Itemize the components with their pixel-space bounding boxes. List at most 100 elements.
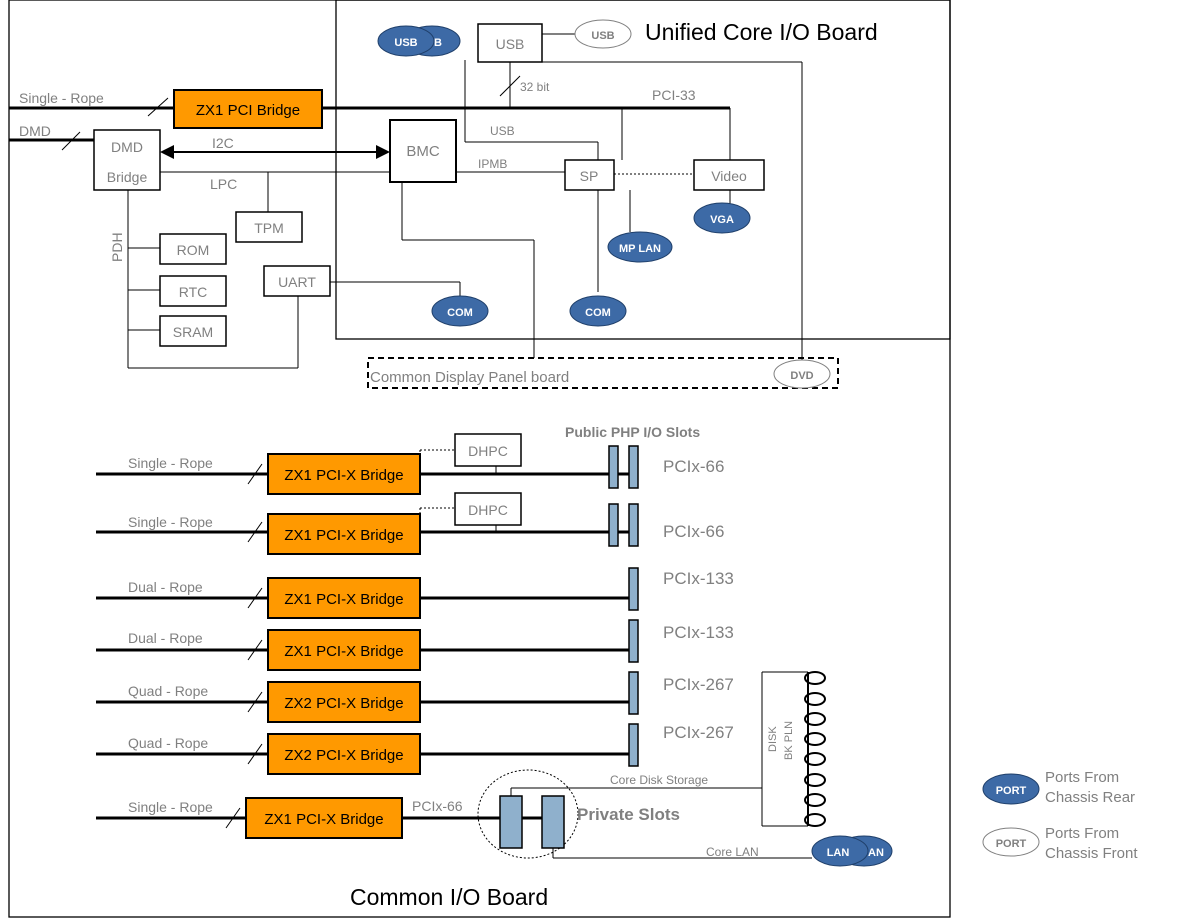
pci-bridge-row: Dual - Rope ZX1 PCI-X Bridge PCIx-133 <box>96 567 734 619</box>
pci-bridge-row: Single - Rope ZX1 PCI-X Bridge PCIx-66 <box>96 445 724 495</box>
pci-x-bridge-label: ZX1 PCI-X Bridge <box>284 467 403 484</box>
com-port-left-label: COM <box>447 307 473 319</box>
rom-label: ROM <box>177 242 210 258</box>
bus-speed-label: PCIx-133 <box>663 623 734 642</box>
pci-slot <box>628 445 639 489</box>
dmd-bridge-label-1: DMD <box>111 139 143 155</box>
legend-rear-port-icon <box>982 773 1040 805</box>
dmd-input-label: DMD <box>19 123 51 139</box>
disk-backplane-label-1: DISK <box>767 726 779 752</box>
disk-icon <box>804 732 826 746</box>
disk-icon <box>804 752 826 766</box>
dvd-front-port <box>773 359 831 389</box>
pci-x-bridge-box <box>267 513 421 555</box>
dmd-bridge-box <box>93 129 161 191</box>
pci-bridge-row: Single - Rope ZX1 PCI-X Bridge PCIx-66 <box>96 503 724 555</box>
common-display-panel-board <box>367 357 839 389</box>
usb-controller-label: USB <box>496 36 525 52</box>
pci-slot <box>628 503 639 547</box>
i2c-label: I2C <box>212 135 234 151</box>
rtc-box <box>159 275 227 307</box>
public-slots-title: Public PHP I/O Slots <box>565 424 700 440</box>
pci-bridge-row: Quad - Rope ZX2 PCI-X Bridge PCIx-267 <box>96 723 734 775</box>
bus-speed-label: PCIx-267 <box>663 675 734 694</box>
core-disk-storage-label: Core Disk Storage <box>610 773 708 787</box>
pci-x-bridge-label: ZX1 PCI-X Bridge <box>284 591 403 608</box>
pci-slot <box>628 671 639 715</box>
pci-x-bridge-label: ZX2 PCI-X Bridge <box>284 747 403 764</box>
rope-label: Single - Rope <box>128 514 213 530</box>
pci-bridge-row: Quad - Rope ZX2 PCI-X Bridge PCIx-267 <box>96 671 734 723</box>
rope-label: Dual - Rope <box>128 579 203 595</box>
com-port-right <box>569 295 627 327</box>
private-slots-dotted-circle <box>477 769 579 859</box>
disk-icon <box>804 692 826 706</box>
private-slot <box>499 795 523 849</box>
uart-box <box>263 265 331 297</box>
unified-core-io-board-outline <box>335 0 951 340</box>
zx1-pci-bridge-label: ZX1 PCI Bridge <box>196 102 300 119</box>
pci-x-bridge-box <box>267 733 421 775</box>
upper-thick-wires <box>9 106 730 142</box>
disk-icon <box>804 813 826 827</box>
mp-lan-port <box>607 231 673 263</box>
private-slot <box>541 795 565 849</box>
bmc-box <box>389 119 457 183</box>
sram-label: SRAM <box>173 324 213 340</box>
rope-label: Single - Rope <box>128 455 213 471</box>
pci-x-bridge-label: ZX1 PCI-X Bridge <box>284 527 403 544</box>
legend-rear-text-1: Ports From <box>1045 769 1119 786</box>
tpm-box <box>235 211 303 243</box>
video-label: Video <box>711 168 747 184</box>
dhpc-label-2: DHPC <box>468 502 508 518</box>
dhpc-box-1 <box>454 433 522 467</box>
lan-rear-port-label: LAN <box>827 847 850 859</box>
pdh-label: PDH <box>109 232 125 262</box>
bus-width-label: 32 bit <box>520 80 550 94</box>
disk-icon <box>804 773 826 787</box>
ipmb-label: IPMB <box>478 157 507 171</box>
disk-icon <box>804 793 826 807</box>
vga-port-label: VGA <box>710 214 734 226</box>
pci-slot <box>628 567 639 611</box>
rope-label: Dual - Rope <box>128 630 203 646</box>
legend-rear-text-2: Chassis Rear <box>1045 789 1135 806</box>
bus-speed-label: PCIx-267 <box>663 723 734 742</box>
common-io-board-title: Common I/O Board <box>350 884 548 910</box>
disk-icon <box>804 712 826 726</box>
dhpc-label-1: DHPC <box>468 443 508 459</box>
video-box <box>693 159 765 191</box>
rope-label: Quad - Rope <box>128 683 208 699</box>
disk-icon <box>804 671 826 685</box>
lpc-label: LPC <box>210 176 237 192</box>
disk-chain <box>804 671 826 827</box>
bus-speed-label: PCIx-66 <box>663 522 724 541</box>
private-rope-label: Single - Rope <box>128 799 213 815</box>
pci-x-bridge-label: ZX2 PCI-X Bridge <box>284 695 403 712</box>
i2c-arrowhead-left <box>160 145 174 159</box>
upper-thin-wires <box>127 33 803 369</box>
com-port-left <box>431 295 489 327</box>
i2c-arrowhead-right <box>376 145 390 159</box>
legend-front-port-icon <box>982 827 1040 857</box>
display-panel-label: Common Display Panel board <box>370 369 569 386</box>
legend-front-text-1: Ports From <box>1045 825 1119 842</box>
zx1-pci-bridge-box <box>173 89 323 129</box>
usb-front-port <box>574 19 632 49</box>
bus-width-slash <box>499 75 521 97</box>
core-lan-label: Core LAN <box>706 845 759 859</box>
lan-rear-port-label-b: AN <box>868 847 884 859</box>
legend-front-port-label: PORT <box>996 838 1027 850</box>
sp-label: SP <box>580 168 599 184</box>
pci-x-bridge-box <box>267 577 421 619</box>
pci33-label: PCI-33 <box>652 87 696 103</box>
mp-lan-port-label: MP LAN <box>619 243 661 255</box>
uart-label: UART <box>278 274 316 290</box>
dmd-slash <box>61 131 81 151</box>
lan-rear-port <box>811 835 869 867</box>
pci-slot <box>608 445 619 489</box>
bus-speed-label: PCIx-133 <box>663 569 734 588</box>
bus-speed-label: PCIx-66 <box>663 457 724 476</box>
com-port-right-label: COM <box>585 307 611 319</box>
